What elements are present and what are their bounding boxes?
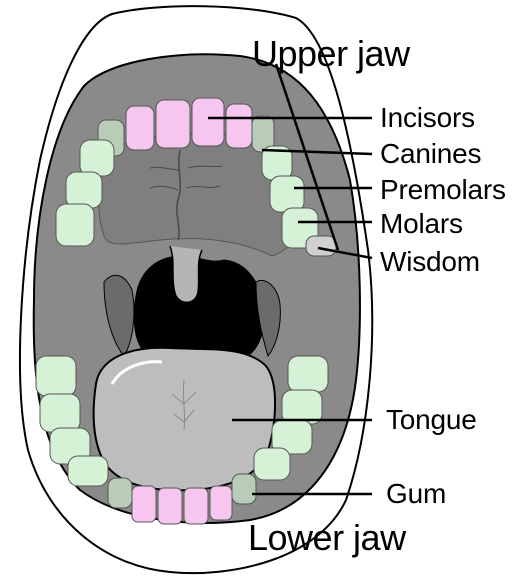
canines-label: Canines [380, 140, 481, 168]
gum-label: Gum [386, 480, 446, 508]
lower-incisors [132, 486, 232, 524]
upper-incisors [126, 98, 252, 150]
incisors-label: Incisors [380, 104, 475, 132]
uvula [170, 246, 202, 302]
upper-jaw-label: Upper jaw [252, 36, 410, 72]
premolars-label: Premolars [380, 176, 506, 204]
wisdom-label: Wisdom [380, 248, 480, 276]
lower-jaw-label: Lower jaw [248, 520, 406, 556]
tongue-label: Tongue [386, 406, 477, 434]
upper-wisdom-tooth [306, 236, 336, 256]
molars-label: Molars [380, 210, 463, 238]
